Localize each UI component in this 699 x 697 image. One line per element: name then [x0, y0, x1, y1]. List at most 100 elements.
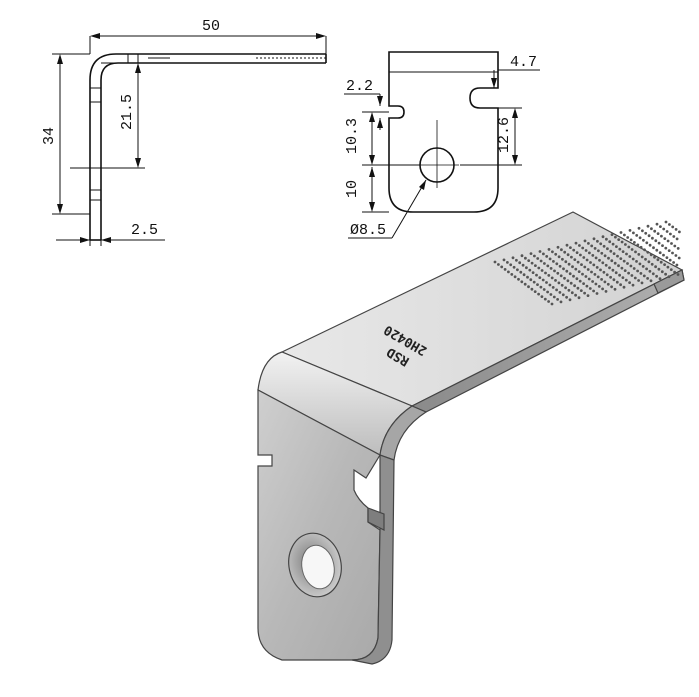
knurl-dot: [621, 276, 625, 279]
knurl-dot: [569, 246, 572, 250]
knurl-dot: [529, 252, 533, 256]
knurl-dot: [568, 298, 572, 302]
knurl-dot: [619, 257, 623, 260]
knurl-dot: [534, 264, 537, 267]
knurl-dot: [530, 261, 534, 265]
knurl-dot: [570, 255, 573, 259]
knurl-dot: [549, 293, 553, 296]
knurl-dot: [642, 274, 646, 278]
knurl-dot: [585, 284, 589, 288]
isometric-view: RSD 2Н0420: [257, 211, 685, 665]
knurl-dot: [633, 241, 636, 244]
knurl-dot: [626, 236, 630, 239]
knurl-dot: [556, 298, 559, 301]
knurl-dot: [671, 225, 675, 229]
dim-hole-diameter: Ø8.5: [350, 222, 386, 239]
knurl-dot: [544, 271, 547, 275]
knurl-dot: [600, 251, 604, 255]
knurl-dot: [672, 261, 675, 264]
knurl-dot: [668, 258, 672, 262]
knurl-dot: [663, 237, 667, 241]
knurl-dot: [588, 287, 592, 290]
knurl-dot: [536, 283, 539, 286]
knurl-dot: [634, 250, 637, 254]
knurl-dot: [583, 265, 587, 269]
knurl-dot: [646, 277, 649, 280]
knurl-dot: [580, 263, 583, 266]
knurl-dot: [566, 279, 570, 283]
knurl-dot: [672, 235, 676, 238]
knurl-dot: [645, 267, 648, 271]
knurl-dot: [589, 261, 592, 264]
knurl-dot: [577, 270, 581, 273]
knurl-dot: [541, 278, 545, 282]
knurl-dot: [572, 274, 575, 278]
knurl-dot: [670, 242, 673, 245]
knurl-dot: [644, 257, 647, 261]
knurl-dot: [598, 258, 601, 262]
knurl-dot: [649, 253, 653, 257]
knurl-dot: [575, 277, 579, 281]
knurl-dot: [612, 278, 616, 282]
knurl-dot: [639, 272, 643, 275]
knurl-dot: [637, 279, 640, 282]
knurl-dot: [661, 244, 664, 248]
knurl-dot: [594, 256, 598, 260]
knurl-dot: [493, 260, 497, 264]
knurl-dot: [565, 269, 569, 273]
side-profile-inner: [100, 62, 326, 240]
knurl-dot: [564, 286, 567, 290]
knurl-dot: [628, 281, 631, 284]
knurl-dot: [603, 254, 607, 258]
knurl-dot: [507, 270, 510, 274]
knurl-dot: [538, 276, 542, 279]
knurl-dot: [637, 253, 641, 256]
knurl-dot: [553, 269, 556, 273]
knurl-dot: [503, 268, 507, 271]
knurl-dot: [510, 273, 514, 276]
knurl-dot: [552, 295, 556, 299]
dim-slot-right: 4.7: [510, 54, 537, 71]
knurl-dot: [660, 270, 664, 274]
knurl-dot: [554, 279, 557, 282]
knurl-dot: [581, 272, 584, 276]
knurl-dot: [551, 250, 554, 254]
knurl-dot: [574, 293, 577, 297]
knurl-dot: [545, 255, 549, 258]
knurl-dot: [586, 294, 590, 297]
knurl-dot: [664, 246, 668, 250]
knurl-dot: [537, 266, 541, 270]
knurl-dot: [560, 283, 564, 287]
knurl-dot: [646, 250, 650, 254]
knurl-dot: [638, 236, 642, 240]
knurl-dot: [640, 281, 644, 285]
knurl-dot: [604, 263, 608, 267]
knurl-dot: [648, 243, 652, 247]
knurl-dot: [638, 262, 642, 266]
knurl-dot: [619, 231, 623, 234]
knurl-dot: [609, 275, 612, 279]
knurl-dot: [629, 264, 633, 268]
knurl-dot: [596, 239, 599, 243]
knurl-dot: [657, 241, 661, 245]
knurl-dot: [614, 271, 618, 275]
knurl-dot: [623, 233, 626, 237]
knurl-dot: [658, 251, 662, 255]
knurl-dot: [618, 247, 622, 251]
knurl-dot: [629, 238, 633, 242]
knurl-dot: [663, 263, 666, 266]
knurl-dot: [606, 282, 610, 286]
dim-slot-to-hole: 10.3: [344, 118, 361, 154]
knurl-dot: [620, 266, 624, 270]
knurl-dot: [641, 265, 645, 268]
knurl-dot: [546, 290, 549, 294]
knurl-dot: [635, 260, 638, 263]
knurl-dot: [622, 259, 626, 263]
knurl-dot: [664, 220, 668, 224]
knurl-dot: [620, 240, 624, 244]
knurl-dot: [555, 288, 558, 292]
knurl-dot: [647, 234, 651, 238]
knurl-dot: [596, 275, 600, 279]
knurl-dot: [537, 292, 540, 296]
knurl-dot: [559, 300, 563, 304]
